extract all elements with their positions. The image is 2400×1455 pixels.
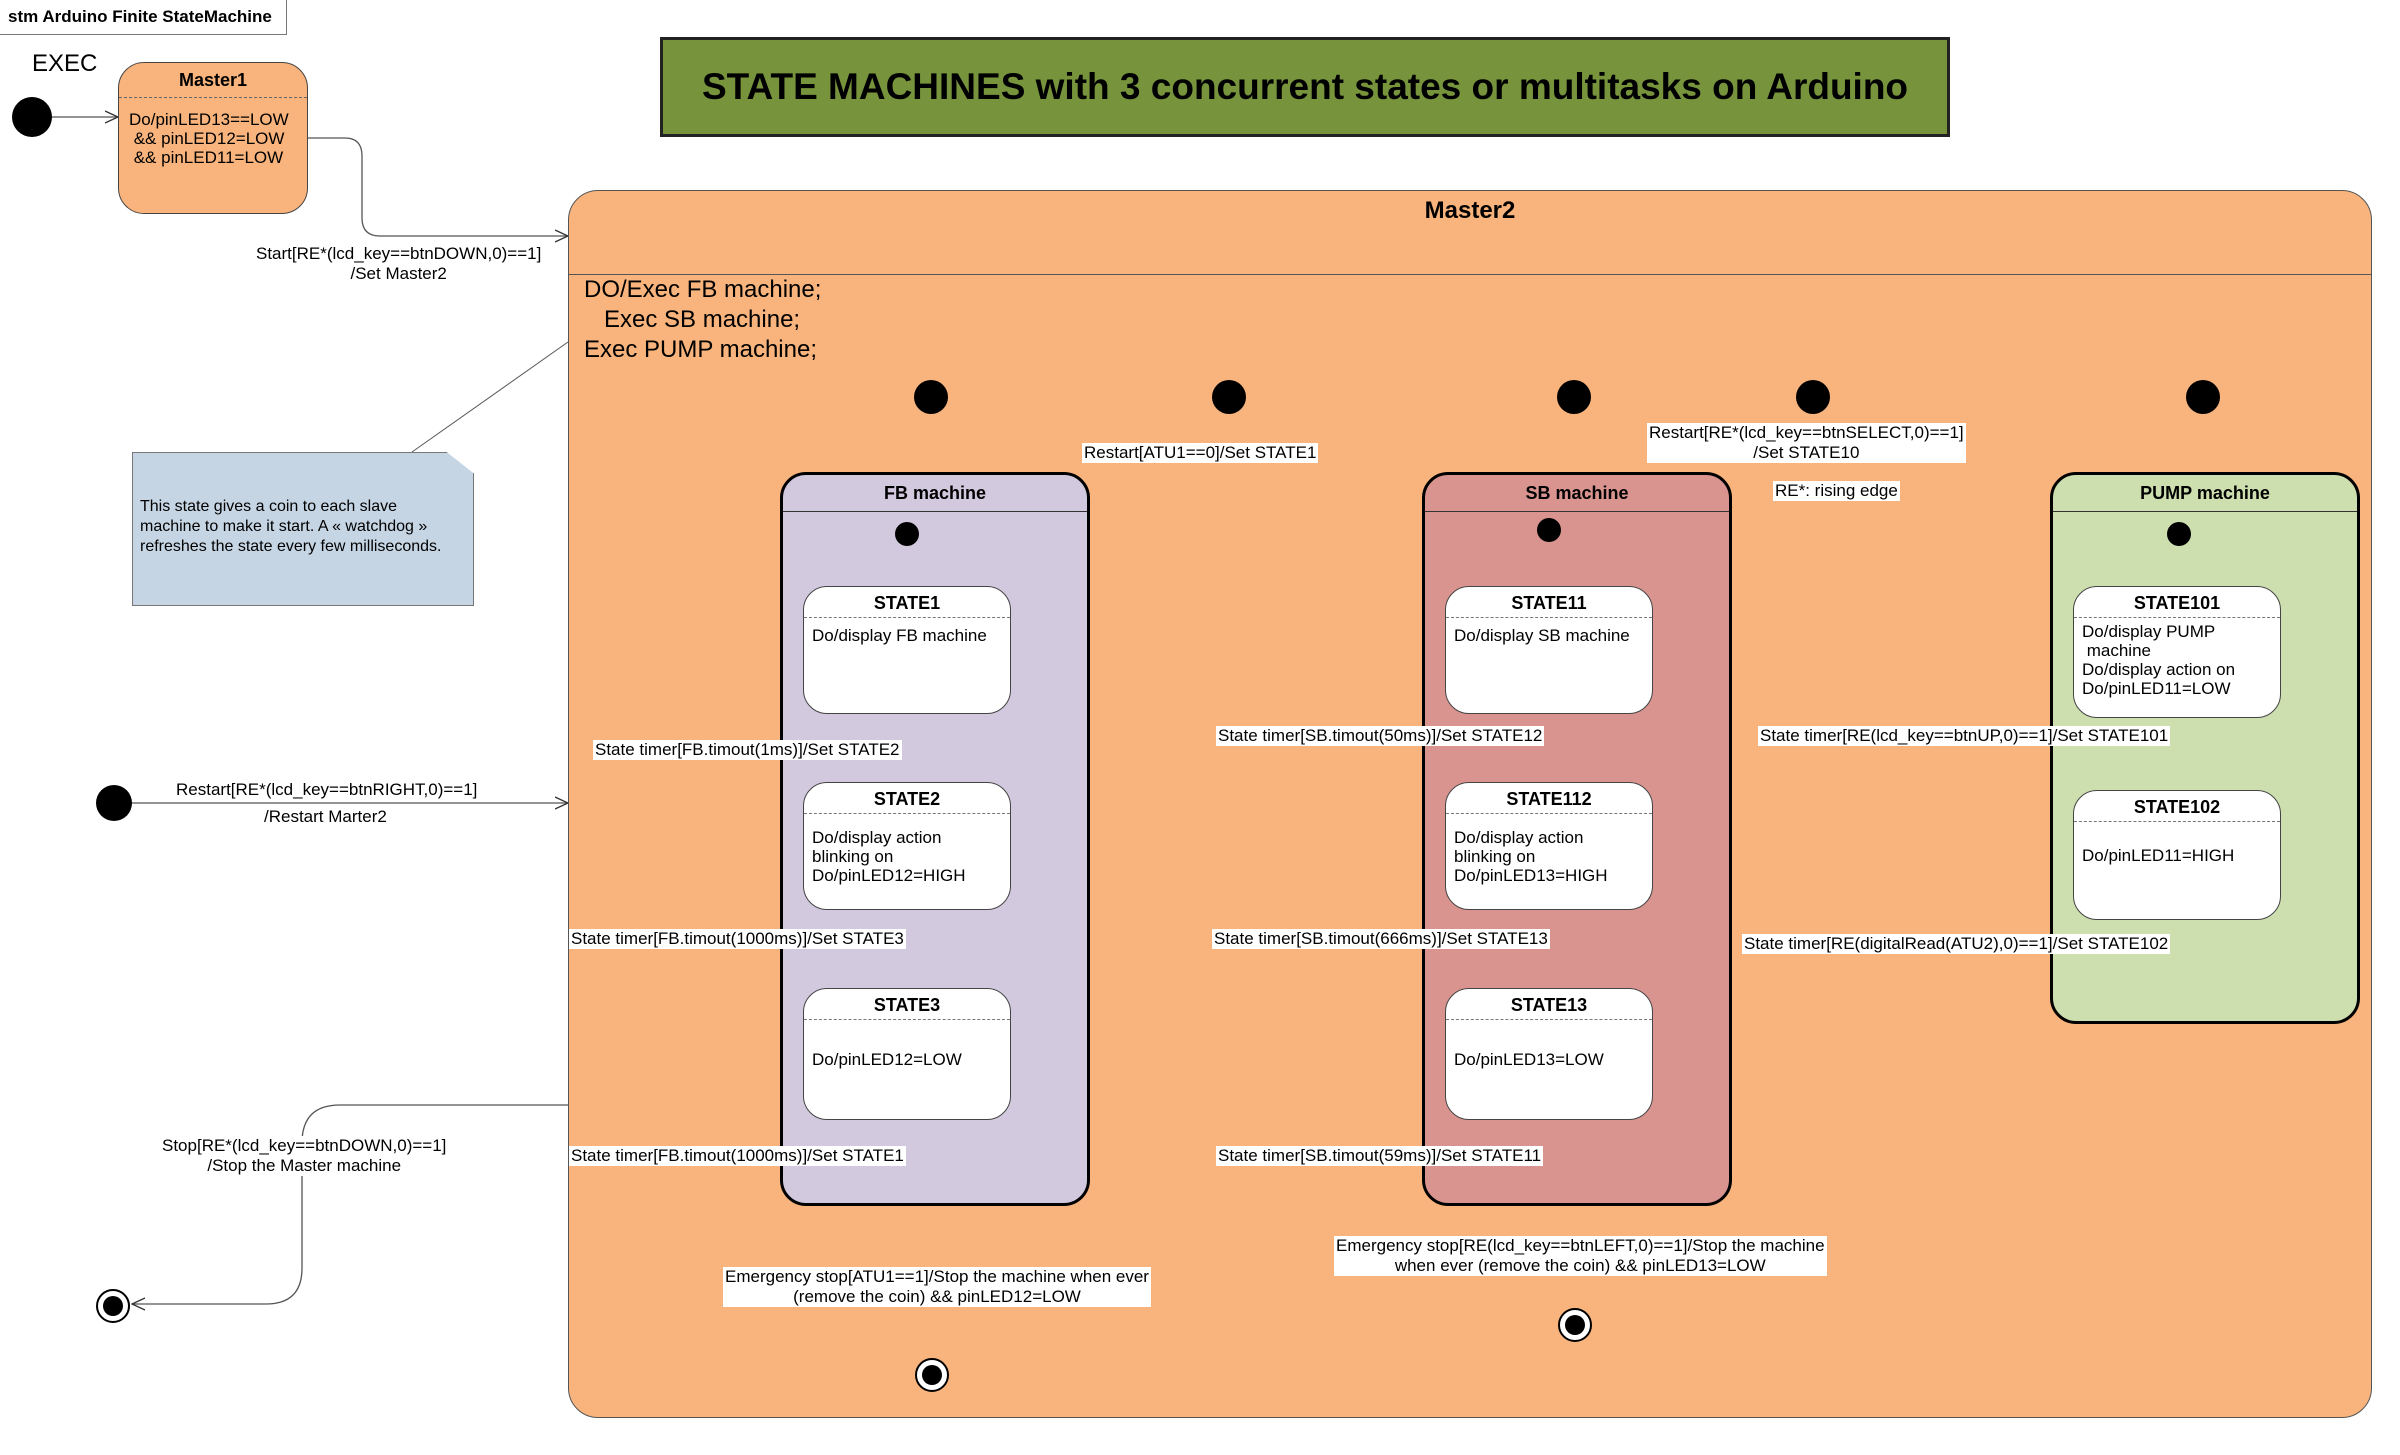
pump-machine-name: PUMP machine xyxy=(2053,475,2357,512)
sb-state2[interactable]: STATE112 Do/display action blinking on D… xyxy=(1445,782,1653,910)
restart-fb-label: Restart[ATU1==0]/Set STATE1 xyxy=(1082,443,1319,463)
pump-state102[interactable]: STATE102 Do/pinLED11=HIGH xyxy=(2073,790,2281,920)
start-transition-label: Start[RE*(lcd_key==btnDOWN,0)==1] /Set M… xyxy=(254,244,544,284)
initial-node-fb xyxy=(914,380,948,414)
sb-transition-3: State timer[SB.timout(59ms)]/Set STATE11 xyxy=(1216,1146,1544,1166)
sb-state1[interactable]: STATE11 Do/display SB machine xyxy=(1445,586,1653,714)
sb-final-node xyxy=(1558,1308,1592,1342)
restart-master2-label: /Restart Marter2 xyxy=(262,807,389,827)
initial-node-fb-restart xyxy=(1212,380,1246,414)
fb-state3-body: Do/pinLED12=LOW xyxy=(812,1050,962,1069)
sb-state2-body: Do/display action blinking on Do/pinLED1… xyxy=(1454,828,1608,885)
rising-edge-note: RE*: rising edge xyxy=(1773,481,1900,501)
fb-state3-name: STATE3 xyxy=(804,989,1010,1020)
fb-state2-name: STATE2 xyxy=(804,783,1010,814)
sb-initial-node xyxy=(1537,518,1561,542)
watchdog-note-text: This state gives a coin to each slave ma… xyxy=(140,498,442,555)
initial-node-pump xyxy=(2186,380,2220,414)
fb-transition-1: State timer[FB.timout(1ms)]/Set STATE2 xyxy=(593,740,902,760)
state-master1-body: Do/pinLED13==LOW && pinLED12=LOW && pinL… xyxy=(129,110,289,167)
fb-machine-name: FB machine xyxy=(783,475,1087,512)
fb-state1[interactable]: STATE1 Do/display FB machine xyxy=(803,586,1011,714)
initial-node-sb-restart xyxy=(1796,380,1830,414)
fb-transition-2: State timer[FB.timout(1000ms)]/Set STATE… xyxy=(569,929,906,949)
fb-state2[interactable]: STATE2 Do/display action blinking on Do/… xyxy=(803,782,1011,910)
pump-state101[interactable]: STATE101 Do/display PUMP machine Do/disp… xyxy=(2073,586,2281,718)
pump-machine[interactable]: PUMP machine xyxy=(2050,472,2360,1024)
fb-state1-name: STATE1 xyxy=(804,587,1010,618)
sb-state1-name: STATE11 xyxy=(1446,587,1652,618)
pump-transition-1: State timer[RE(lcd_key==btnUP,0)==1]/Set… xyxy=(1758,726,2171,746)
fb-initial-node xyxy=(895,522,919,546)
state-master2-name: Master2 xyxy=(569,191,2371,275)
initial-node-sb xyxy=(1557,380,1591,414)
restart-master-label: Restart[RE*(lcd_key==btnRIGHT,0)==1] xyxy=(174,780,480,800)
sb-transition-1: State timer[SB.timout(50ms)]/Set STATE12 xyxy=(1216,726,1545,746)
sb-state1-body: Do/display SB machine xyxy=(1454,626,1630,645)
sb-emergency-label: Emergency stop[RE(lcd_key==btnLEFT,0)==1… xyxy=(1334,1236,1827,1276)
sb-transition-2: State timer[SB.timout(666ms)]/Set STATE1… xyxy=(1212,929,1550,949)
fb-final-node xyxy=(915,1358,949,1392)
pump-transition-2: State timer[RE(digitalRead(ATU2),0)==1]/… xyxy=(1742,934,2171,954)
sb-machine-name: SB machine xyxy=(1425,475,1729,512)
state-master1[interactable]: Master1 Do/pinLED13==LOW && pinLED12=LOW… xyxy=(118,62,308,214)
final-node-master xyxy=(96,1289,130,1323)
sb-state3-name: STATE13 xyxy=(1446,989,1652,1020)
fb-emergency-label: Emergency stop[ATU1==1]/Stop the machine… xyxy=(723,1267,1151,1307)
fb-state1-body: Do/display FB machine xyxy=(812,626,987,645)
exec-label: EXEC xyxy=(32,50,98,77)
pump-state102-body: Do/pinLED11=HIGH xyxy=(2082,846,2235,865)
initial-node-exec xyxy=(12,97,52,137)
sb-state2-name: STATE112 xyxy=(1446,783,1652,814)
diagram-frame-label: stm Arduino Finite StateMachine xyxy=(0,0,287,35)
sb-state3[interactable]: STATE13 Do/pinLED13=LOW xyxy=(1445,988,1653,1120)
state-master1-name: Master1 xyxy=(119,63,307,98)
master2-activity: DO/Exec FB machine; Exec SB machine; Exe… xyxy=(584,276,822,363)
pump-initial-node xyxy=(2167,522,2191,546)
diagram-title: STATE MACHINES with 3 concurrent states … xyxy=(660,37,1950,137)
pump-state102-name: STATE102 xyxy=(2074,791,2280,822)
sb-state3-body: Do/pinLED13=LOW xyxy=(1454,1050,1604,1069)
stop-transition-label: Stop[RE*(lcd_key==btnDOWN,0)==1] /Stop t… xyxy=(160,1136,449,1176)
restart-sb-label: Restart[RE*(lcd_key==btnSELECT,0)==1] /S… xyxy=(1647,423,1966,463)
pump-state101-name: STATE101 xyxy=(2074,587,2280,618)
watchdog-note xyxy=(132,452,474,606)
fb-transition-3: State timer[FB.timout(1000ms)]/Set STATE… xyxy=(569,1146,906,1166)
pump-state101-body: Do/display PUMP machine Do/display actio… xyxy=(2082,622,2236,698)
fb-state3[interactable]: STATE3 Do/pinLED12=LOW xyxy=(803,988,1011,1120)
diagram-title-text: STATE MACHINES with 3 concurrent states … xyxy=(701,66,1909,107)
fb-state2-body: Do/display action blinking on Do/pinLED1… xyxy=(812,828,966,885)
initial-node-restart xyxy=(96,785,132,821)
